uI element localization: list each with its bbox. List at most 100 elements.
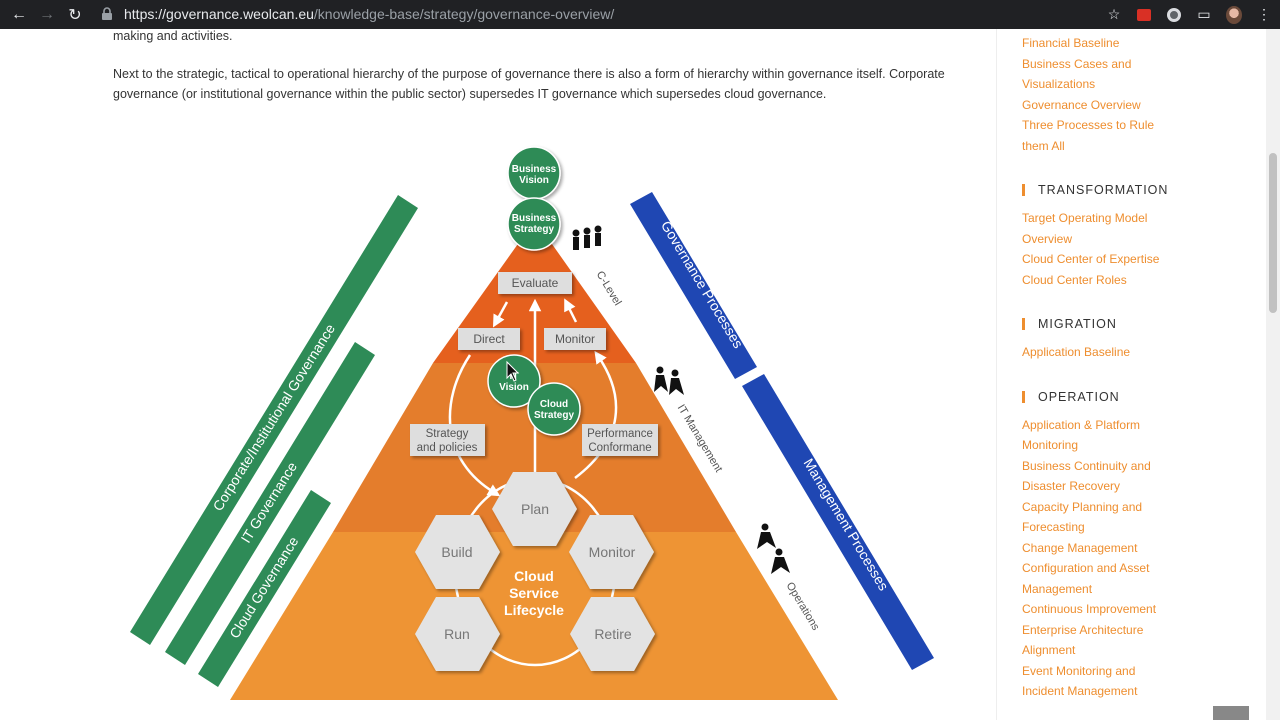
evaluate-rect (498, 272, 572, 294)
monitor-hex-label: Monitor (589, 544, 636, 560)
sidebar-link[interactable]: Financial Baseline (1022, 36, 1120, 50)
profile-avatar-icon[interactable] (1226, 5, 1242, 24)
sidebar-link[interactable]: Three Processes to Rule (1022, 118, 1155, 132)
sidebar-link[interactable]: Alignment (1022, 643, 1076, 657)
forward-arrow-icon[interactable]: → (39, 5, 55, 23)
heading-accent-bar (1022, 318, 1025, 330)
sidebar-link[interactable]: Business Continuity and (1022, 458, 1151, 473)
pyramid-bottom (230, 532, 838, 700)
run-label: Run (444, 626, 470, 642)
sidebar-link[interactable]: Configuration and Asset (1022, 561, 1150, 575)
article-body: making and activities. Next to the strat… (113, 29, 963, 122)
cloud-strategy-line-2: Strategy (534, 410, 574, 421)
strategy-policies-box: Strategy and policies (410, 424, 485, 456)
evaluate-box: Evaluate (498, 272, 572, 294)
monitor-box-label: Monitor (555, 332, 595, 346)
sidebar-link[interactable]: Enterprise Architecture (1022, 622, 1144, 637)
business-vision-line-2: Vision (519, 175, 549, 186)
blue-bar-1 (630, 192, 757, 379)
heading-accent-bar (1022, 390, 1025, 403)
sidebar-link[interactable]: Application & Platform (1022, 417, 1141, 432)
sidebar-link[interactable]: Management (1022, 581, 1093, 596)
sidebar-divider (996, 29, 997, 720)
strategy-policies-line-2: and policies (417, 442, 478, 454)
governance-processes-label: Governance Processes (658, 218, 747, 351)
green-bar-1 (130, 195, 418, 645)
performance-conformance-box: Performance Conformane (582, 424, 658, 456)
lifecycle-line-1: Cloud (514, 568, 554, 584)
scrollbar-thumb[interactable] (1269, 153, 1277, 313)
performance-conformance-line-2: Conformane (588, 442, 651, 454)
lock-icon (102, 7, 112, 20)
governance-diagram: Corporate/Institutional Governance IT Go… (130, 146, 934, 700)
extension-circle-icon[interactable] (1166, 7, 1182, 23)
retire-label: Retire (594, 626, 632, 642)
sidebar-link[interactable]: Event Monitoring and (1022, 663, 1136, 678)
sidebar-link[interactable]: Target Operating Model (1022, 211, 1148, 225)
extension-red-icon[interactable] (1136, 7, 1152, 23)
it-vision-line-2: Vision (499, 382, 529, 393)
business-vision-circle: Business Vision (507, 146, 561, 200)
blue-bar-2 (742, 374, 934, 670)
address-bar[interactable]: https://governance.weolcan.eu/knowledge-… (100, 3, 1120, 25)
paragraph-tail: making and activities. (113, 29, 233, 43)
plan-hex: Plan (492, 472, 577, 546)
governance-processes-bar: Governance Processes (630, 192, 757, 379)
monitor-evaluate-arrow (564, 298, 578, 323)
reload-icon[interactable]: ↻ (68, 6, 82, 24)
migration-heading: MIGRATION (1022, 314, 1267, 334)
monitor-box: Monitor (544, 328, 606, 350)
scroll-to-top-button[interactable] (1213, 706, 1249, 720)
sidebar-link[interactable]: Governance Overview (1022, 97, 1141, 112)
sidebar-link[interactable]: Incident Management (1022, 684, 1138, 698)
heading-accent-bar (1022, 184, 1025, 196)
business-strategy-shape (507, 197, 561, 251)
migration-group: Application Baseline (1022, 342, 1267, 363)
browser-toolbar: ← → ↻ https://governance.weolcan.eu/know… (0, 0, 1280, 29)
sidebar-link[interactable]: Capacity Planning and (1022, 499, 1143, 514)
monitor-rect (544, 328, 606, 350)
sidebar-link[interactable]: Application Baseline (1022, 345, 1131, 359)
sidebar-link[interactable]: Cloud Center of Expertise (1022, 252, 1160, 266)
sidebar-link[interactable]: Change Management (1022, 540, 1138, 555)
evaluate-label: Evaluate (512, 276, 559, 290)
url-host: https://governance.weolcan.eu (124, 6, 314, 22)
plan-hex-shape (492, 472, 577, 546)
cloud-strategy-line-1: Cloud (540, 399, 568, 410)
transformation-heading: TRANSFORMATION (1022, 180, 1267, 200)
sidebar-link[interactable]: Business Cases and (1022, 56, 1132, 71)
cast-icon[interactable]: ▭ (1197, 6, 1211, 22)
sidebar-link[interactable]: Overview (1022, 231, 1073, 246)
migration-title: MIGRATION (1038, 317, 1117, 331)
page-scrollbar[interactable] (1266, 29, 1280, 720)
business-strategy-line-2: Strategy (514, 224, 554, 235)
sidebar-link[interactable]: Continuous Improvement (1022, 602, 1157, 616)
back-arrow-icon[interactable]: ← (11, 5, 27, 23)
lifecycle-line-3: Lifecycle (504, 602, 564, 618)
build-hex: Build (415, 515, 500, 589)
performance-arrow (574, 350, 618, 479)
sidebar-link[interactable]: Cloud Center Roles (1022, 272, 1127, 287)
sidebar-link[interactable]: them All (1022, 138, 1065, 153)
cloud-strategy-circle: Cloud Strategy (527, 382, 581, 436)
bookmark-star-icon[interactable]: ☆ (1107, 6, 1121, 22)
menu-dots-icon[interactable]: ⋮ (1257, 6, 1271, 22)
strategy-policies-rect (410, 424, 485, 456)
evaluate-direct-arrow (492, 301, 509, 328)
business-strategy-circle: Business Strategy (507, 197, 561, 251)
sidebar-link[interactable]: Forecasting (1022, 520, 1085, 534)
operation-heading: OPERATION (1022, 387, 1267, 407)
sidebar-link[interactable]: Visualizations (1022, 77, 1096, 91)
c-level-people-icon (572, 225, 602, 250)
operation-title: OPERATION (1038, 389, 1120, 404)
run-hex: Run (415, 597, 500, 671)
it-management-people-icon (654, 366, 684, 395)
management-processes-label: Management Processes (801, 456, 892, 594)
sidebar-link[interactable]: Monitoring (1022, 438, 1079, 452)
cloud-strategy-shape (527, 382, 581, 436)
sidebar-link[interactable]: Disaster Recovery (1022, 479, 1121, 493)
